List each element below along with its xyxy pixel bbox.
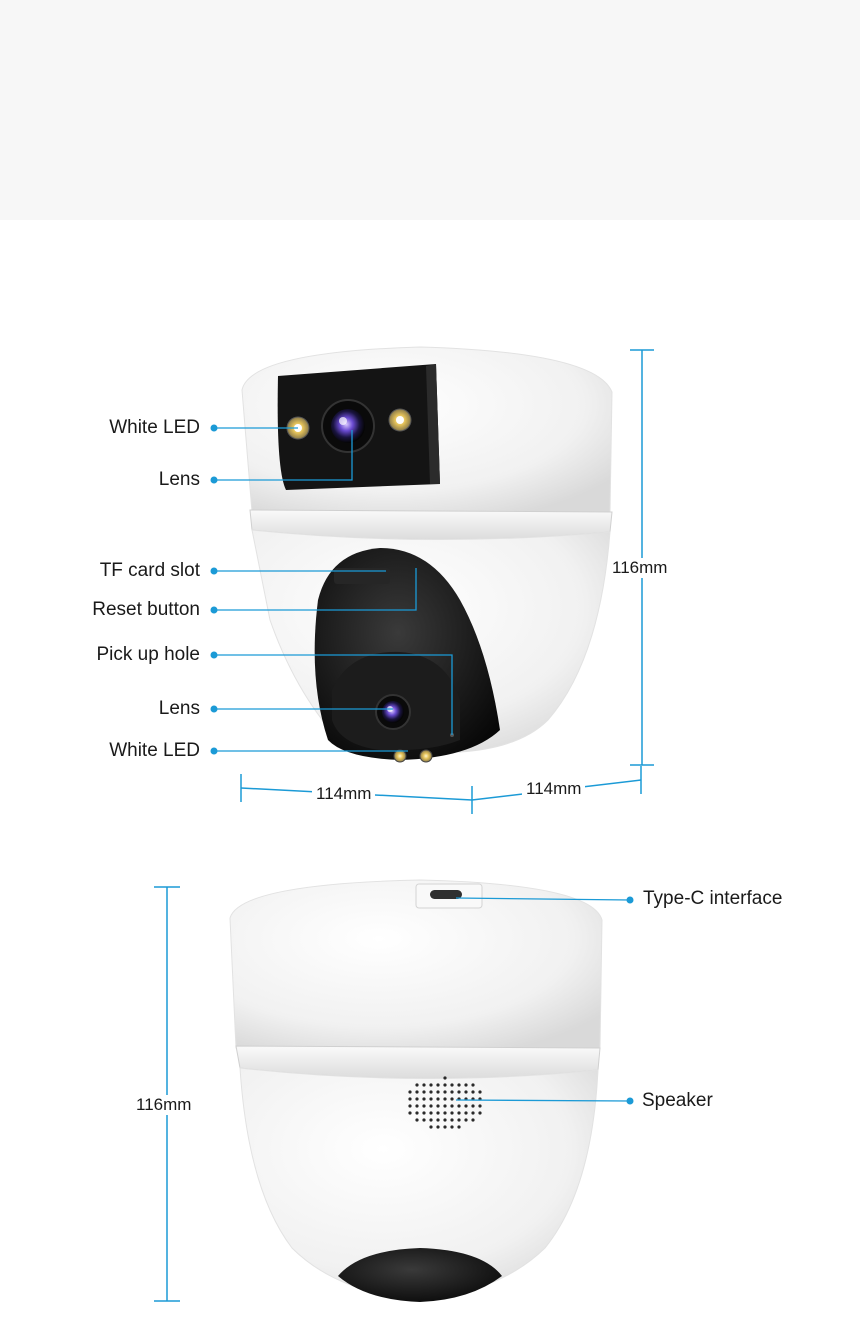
type-c-label: Type-C interface: [643, 888, 783, 909]
back-dimension-lines: [154, 886, 180, 1302]
lens-bottom-icon: [375, 694, 411, 730]
lens-bottom-label: Lens: [158, 698, 200, 719]
front-camera: [241, 346, 613, 763]
top-background-band: [0, 0, 860, 220]
reset-button-label: Reset button: [92, 599, 200, 620]
front-height-dimension: 116mm: [608, 558, 672, 578]
type-c-icon: [415, 883, 483, 909]
front-depth-dimension: 114mm: [522, 779, 586, 799]
white-led-top-right-icon: [388, 408, 412, 432]
front-width-dimension: 114mm: [312, 784, 376, 804]
back-callout-dots: [626, 896, 634, 1105]
front-callout-lines: [214, 427, 453, 752]
front-callout-dots: [210, 424, 218, 755]
back-camera: [229, 879, 603, 1302]
white-led-top-label: White LED: [109, 417, 200, 438]
white-led-bottom-label: White LED: [109, 740, 200, 761]
back-callout-lines: [455, 897, 631, 1102]
lens-top-icon: [321, 399, 375, 453]
lens-top-label: Lens: [158, 469, 200, 490]
white-led-bottom-icon: [393, 749, 433, 763]
back-height-dimension: 116mm: [132, 1095, 196, 1115]
speaker-label: Speaker: [642, 1090, 713, 1111]
pick-up-hole-label: Pick up hole: [96, 644, 200, 665]
tf-card-slot-label: TF card slot: [99, 560, 200, 581]
